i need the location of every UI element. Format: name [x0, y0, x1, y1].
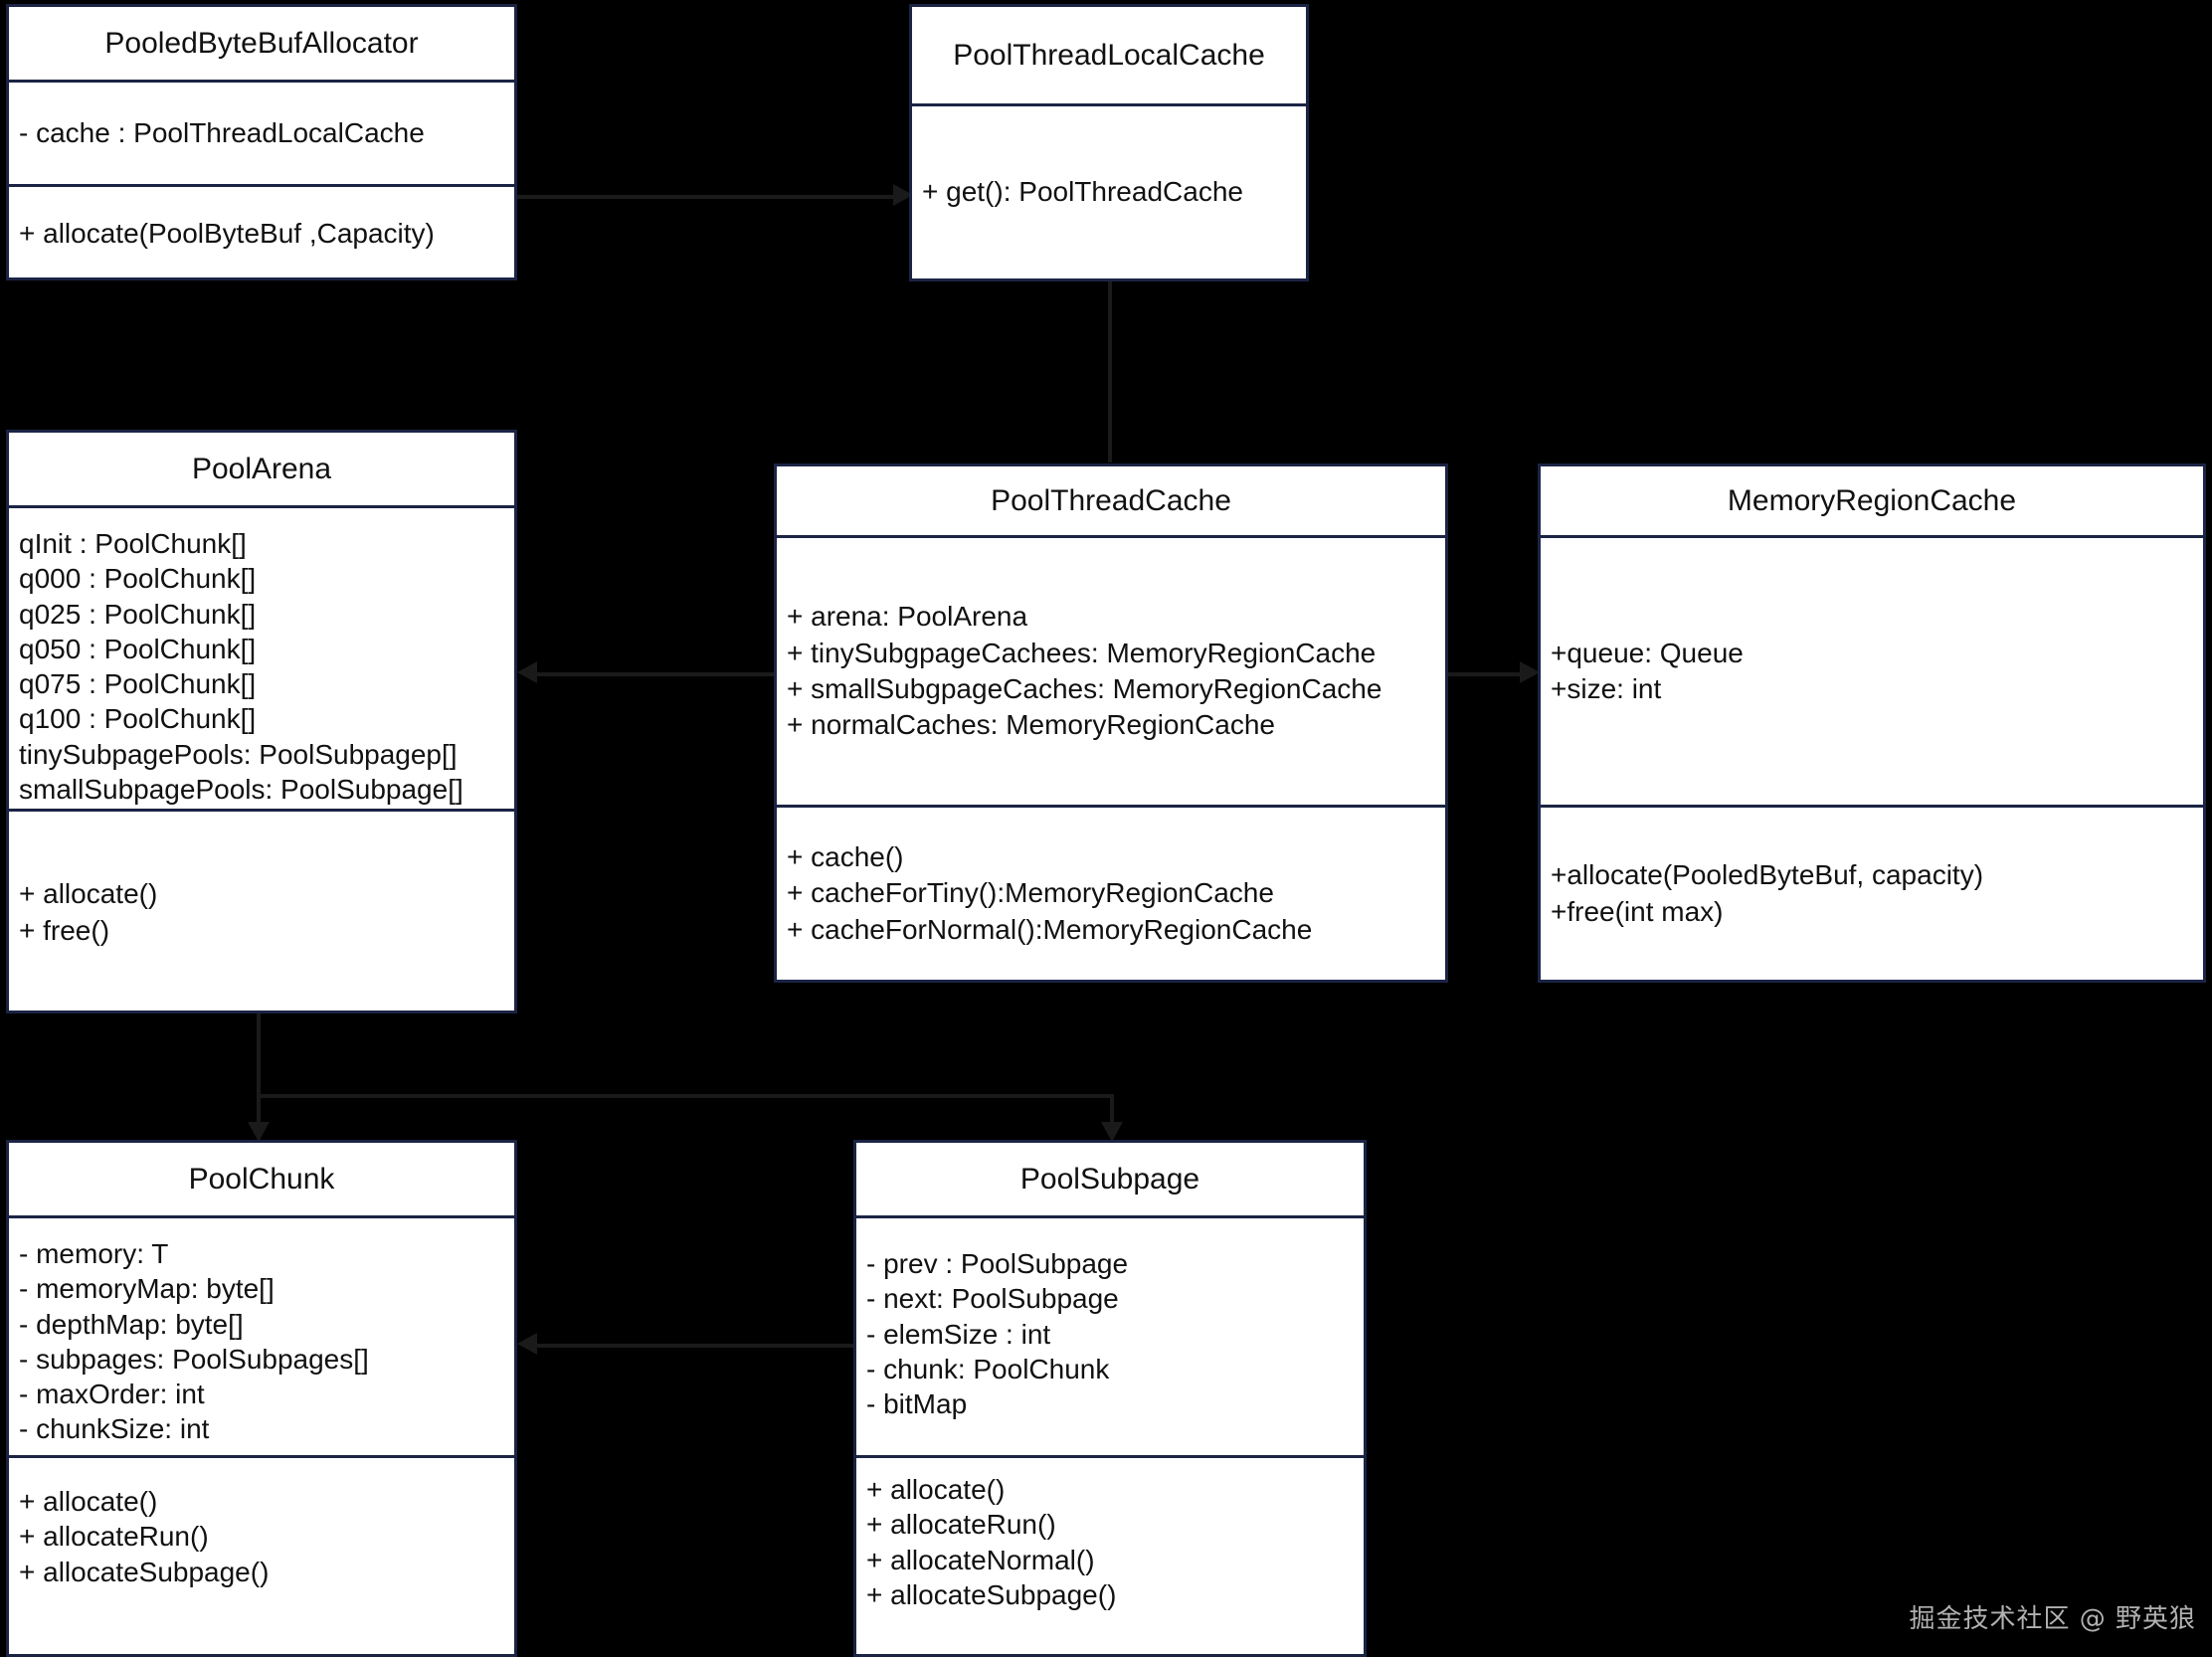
class-attribute: + tinySubgpageCachees: MemoryRegionCache: [787, 637, 1377, 668]
class-methods-pool-thread-cache: + cache() + cacheForTiny():MemoryRegionC…: [777, 805, 1445, 980]
class-attribute: q050 : PoolChunk[]: [19, 633, 257, 664]
class-box-pool-subpage[interactable]: PoolSubpage - prev : PoolSubpage - next:…: [853, 1140, 1367, 1657]
arrowhead-branch-to-poolchunk: [248, 1122, 270, 1142]
class-method: + allocate(): [19, 878, 158, 910]
connector-arena-branch-bar: [257, 1094, 1114, 1098]
watermark-text: 掘金技术社区 @ 野英狼: [1909, 1604, 2196, 1634]
class-method: + allocate(PoolByteBuf ,Capacity): [19, 217, 435, 249]
class-method: + allocate(): [866, 1474, 1006, 1505]
class-method: + allocateSubpage(): [19, 1556, 270, 1587]
class-attribute: - subpages: PoolSubpages[]: [19, 1343, 369, 1375]
arrowhead-allocator-to-localcache: [893, 184, 913, 206]
class-attribute: - maxOrder: int: [19, 1379, 205, 1410]
class-attribute: - chunk: PoolChunk: [866, 1353, 1110, 1384]
class-attribute: tinySubpagePools: PoolSubpagep[]: [19, 738, 458, 770]
class-title-memory-region-cache: MemoryRegionCache: [1541, 466, 2203, 538]
class-attribute: - bitMap: [866, 1388, 968, 1420]
class-attribute: smallSubpagePools: PoolSubpage[]: [19, 773, 463, 805]
class-attribute: qInit : PoolChunk[]: [19, 528, 247, 559]
arrowhead-branch-to-poolsubpage: [1101, 1122, 1123, 1142]
connector-threadcache-to-arena: [537, 672, 776, 676]
class-box-pool-thread-cache[interactable]: PoolThreadCache + arena: PoolArena + tin…: [774, 463, 1448, 983]
class-box-pooled-byte-buf-allocator[interactable]: PooledByteBufAllocator - cache : PoolThr…: [6, 4, 517, 280]
class-attribute: - chunkSize: int: [19, 1413, 210, 1445]
arrowhead-threadcache-to-memoryregioncache: [1520, 661, 1540, 683]
class-method: + get(): PoolThreadCache: [922, 176, 1243, 208]
class-title-pool-chunk: PoolChunk: [9, 1143, 514, 1218]
class-attribute: + smallSubgpageCaches: MemoryRegionCache: [787, 673, 1382, 704]
connector-subpage-to-chunk: [537, 1344, 855, 1348]
class-attribute: - prev : PoolSubpage: [866, 1248, 1129, 1279]
class-attribute: - cache : PoolThreadLocalCache: [19, 116, 425, 148]
class-title-pool-subpage: PoolSubpage: [856, 1143, 1364, 1218]
class-method: + allocateRun(): [866, 1509, 1056, 1541]
class-attribute: q025 : PoolChunk[]: [19, 598, 257, 630]
class-attribute: - elemSize : int: [866, 1318, 1051, 1350]
class-methods-pool-arena: + allocate() + free(): [9, 809, 514, 1013]
class-attribute: + arena: PoolArena: [787, 601, 1028, 633]
class-method: +free(int max): [1551, 895, 1724, 927]
class-attribute: - depthMap: byte[]: [19, 1308, 244, 1340]
class-methods-pool-thread-local-cache: + get(): PoolThreadCache: [912, 106, 1306, 278]
connector-arena-stem: [257, 1013, 261, 1098]
class-title-pool-arena: PoolArena: [9, 433, 514, 508]
class-method: + cache(): [787, 840, 904, 872]
class-attribute: - next: PoolSubpage: [866, 1283, 1119, 1315]
class-attribute: +size: int: [1551, 673, 1662, 704]
class-title-pool-thread-cache: PoolThreadCache: [777, 466, 1445, 538]
class-methods-memory-region-cache: +allocate(PooledByteBuf, capacity) +free…: [1541, 805, 2203, 980]
class-attributes-memory-region-cache: +queue: Queue +size: int: [1541, 538, 2203, 805]
connector-allocator-to-localcache: [515, 195, 903, 199]
class-method: + cacheForTiny():MemoryRegionCache: [787, 877, 1274, 909]
connector-threadcache-to-memoryregioncache: [1444, 672, 1530, 676]
class-method: + allocateRun(): [19, 1521, 209, 1553]
class-methods-pool-chunk: + allocate() + allocateRun() + allocateS…: [9, 1455, 514, 1657]
class-method: + allocateNormal(): [866, 1544, 1095, 1575]
class-attribute: - memory: T: [19, 1238, 169, 1269]
connector-branch-to-poolsubpage: [1110, 1094, 1114, 1138]
class-method: + cacheForNormal():MemoryRegionCache: [787, 913, 1313, 945]
class-attributes-pool-subpage: - prev : PoolSubpage - next: PoolSubpage…: [856, 1218, 1364, 1455]
connector-localcache-to-threadcache: [1108, 281, 1112, 462]
class-attribute: q075 : PoolChunk[]: [19, 668, 257, 700]
class-attributes-pooled-byte-buf-allocator: - cache : PoolThreadLocalCache: [9, 83, 514, 184]
class-attribute: q000 : PoolChunk[]: [19, 563, 257, 595]
class-title-pooled-byte-buf-allocator: PooledByteBufAllocator: [9, 7, 514, 83]
class-method: + allocate(): [19, 1486, 158, 1517]
class-attribute: - memoryMap: byte[]: [19, 1273, 275, 1305]
class-box-pool-chunk[interactable]: PoolChunk - memory: T - memoryMap: byte[…: [6, 1140, 517, 1657]
class-attributes-pool-arena: qInit : PoolChunk[] q000 : PoolChunk[] q…: [9, 508, 514, 809]
class-box-pool-arena[interactable]: PoolArena qInit : PoolChunk[] q000 : Poo…: [6, 430, 517, 1013]
class-attribute: + normalCaches: MemoryRegionCache: [787, 709, 1275, 741]
connector-branch-to-poolchunk: [257, 1094, 261, 1138]
class-attributes-pool-thread-cache: + arena: PoolArena + tinySubgpageCachees…: [777, 538, 1445, 805]
class-methods-pooled-byte-buf-allocator: + allocate(PoolByteBuf ,Capacity): [9, 184, 514, 280]
arrowhead-threadcache-to-arena: [517, 661, 537, 683]
class-methods-pool-subpage: + allocate() + allocateRun() + allocateN…: [856, 1455, 1364, 1657]
class-attribute: +queue: Queue: [1551, 637, 1744, 668]
class-method: + free(): [19, 914, 110, 946]
class-title-pool-thread-local-cache: PoolThreadLocalCache: [912, 7, 1306, 106]
class-method: + allocateSubpage(): [866, 1578, 1117, 1610]
class-method: +allocate(PooledByteBuf, capacity): [1551, 859, 1984, 891]
arrowhead-subpage-to-chunk: [517, 1333, 537, 1355]
class-attribute: q100 : PoolChunk[]: [19, 703, 257, 735]
class-box-pool-thread-local-cache[interactable]: PoolThreadLocalCache + get(): PoolThread…: [909, 4, 1309, 281]
class-box-memory-region-cache[interactable]: MemoryRegionCache +queue: Queue +size: i…: [1538, 463, 2206, 983]
class-attributes-pool-chunk: - memory: T - memoryMap: byte[] - depthM…: [9, 1218, 514, 1455]
